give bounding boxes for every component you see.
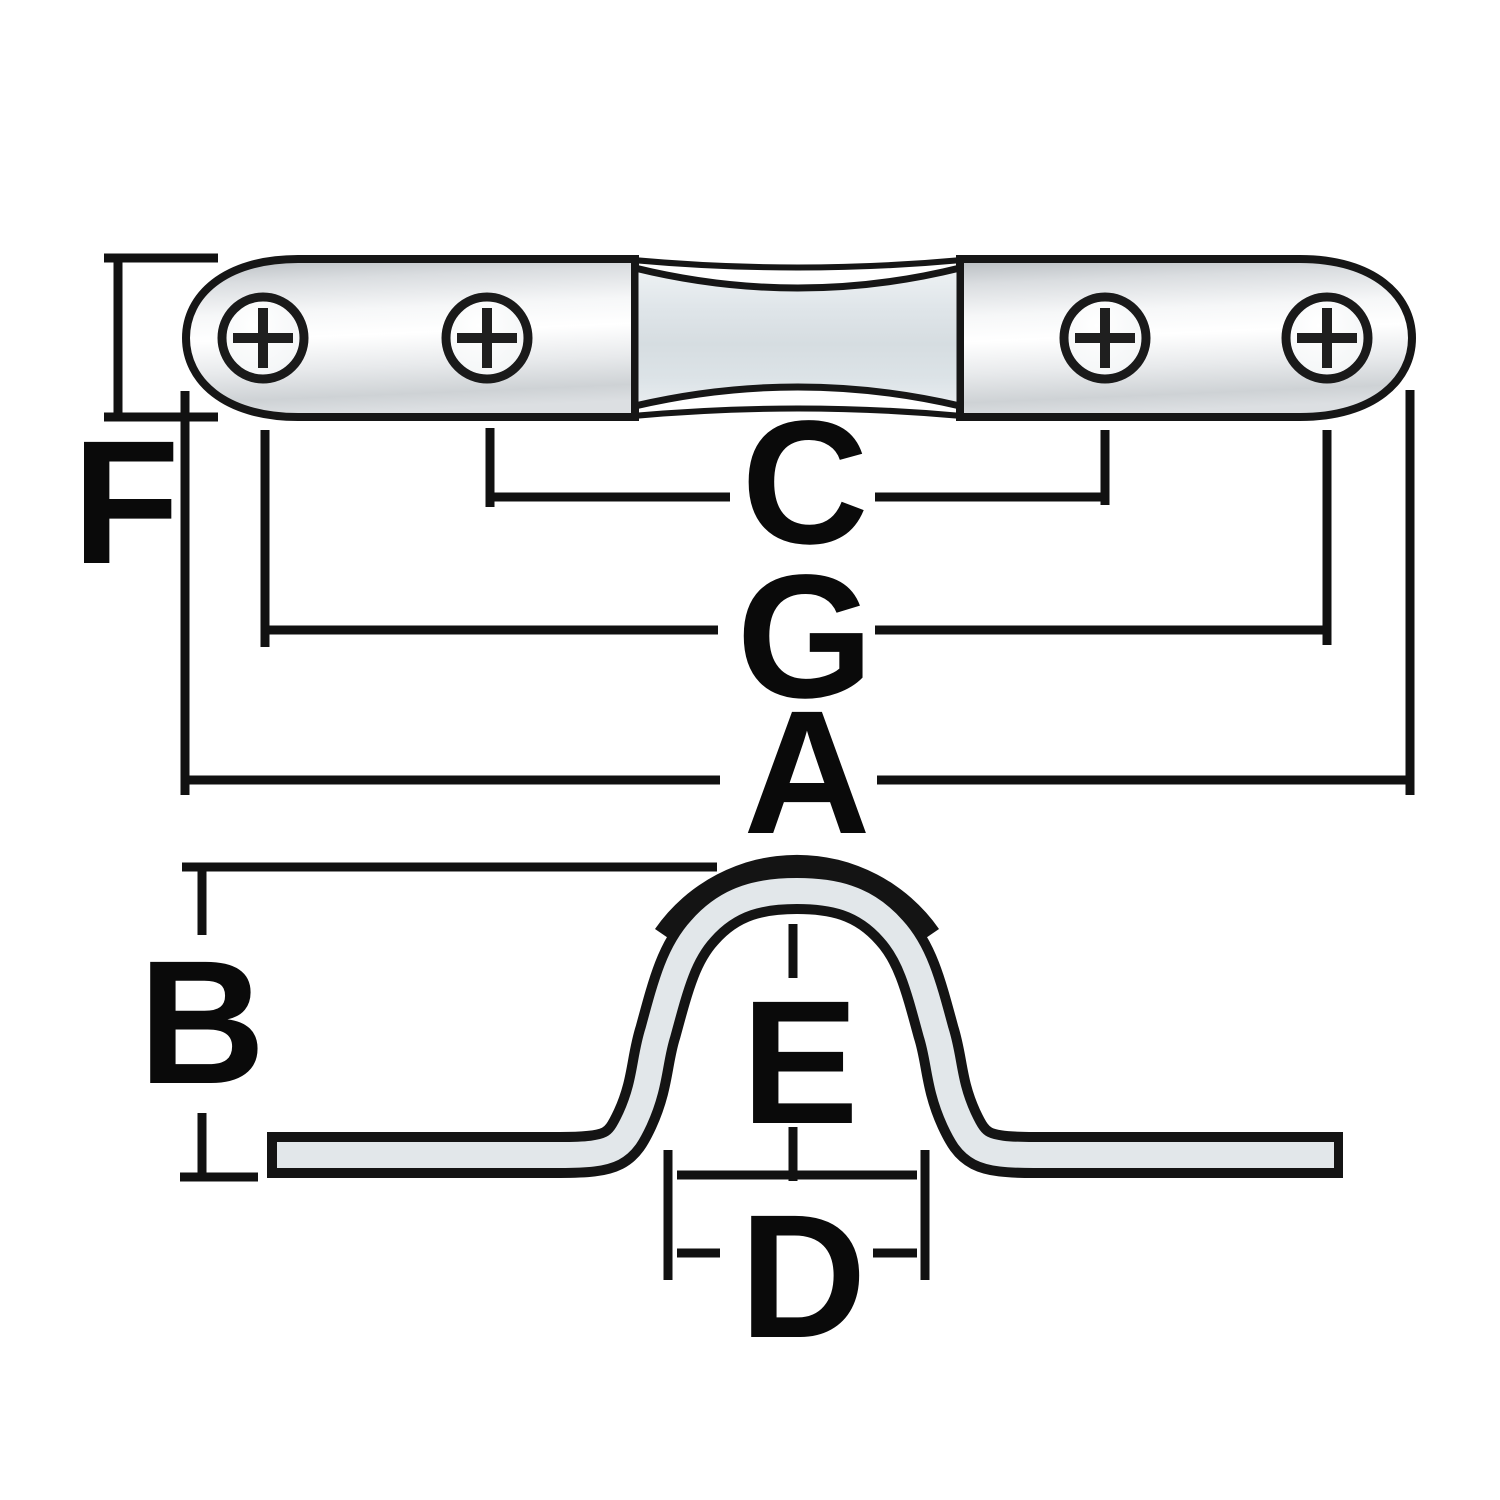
dimension-d (663, 1150, 930, 1280)
neck-bottom-silhouette-line (632, 405, 963, 419)
dimension-b (180, 862, 717, 1182)
phillips-screw-icon (1059, 292, 1151, 384)
phillips-screw-icon (1281, 292, 1373, 384)
phillips-screw-icon (441, 292, 533, 384)
side-view (180, 854, 1343, 1280)
screw-cross (1297, 308, 1357, 368)
dim-label-a: A (743, 675, 870, 871)
dim-label-g: G (737, 539, 874, 735)
phillips-screw-icon (217, 292, 309, 384)
arch-crown-cap (655, 854, 939, 942)
neck-bottom-edge (634, 383, 961, 410)
dim-label-c: C (741, 385, 868, 581)
dim-label-b: B (138, 925, 265, 1121)
screw-cross (233, 308, 293, 368)
dimension-labels: F C G A B E D (72, 385, 873, 1375)
top-view (104, 253, 1417, 795)
dim-label-f: F (72, 405, 180, 601)
neck-top-silhouette-line (632, 257, 963, 271)
dimension-e (677, 924, 917, 1181)
strap-right-end (956, 255, 1417, 421)
profile-metal-fill (277, 878, 1334, 1168)
dim-label-d: D (739, 1179, 866, 1375)
strap-left-end (181, 255, 639, 421)
strap-top-view (181, 255, 1417, 421)
dim-label-e: E (741, 965, 858, 1161)
top-extension-lines (180, 390, 1415, 795)
screw-cross (457, 308, 517, 368)
dimension-f (104, 253, 218, 422)
screw-cross (1075, 308, 1135, 368)
strap-neck (635, 268, 960, 406)
neck-top-edge (634, 264, 961, 292)
top-dimension-lines (185, 492, 1410, 785)
strap-side-profile (267, 854, 1343, 1178)
